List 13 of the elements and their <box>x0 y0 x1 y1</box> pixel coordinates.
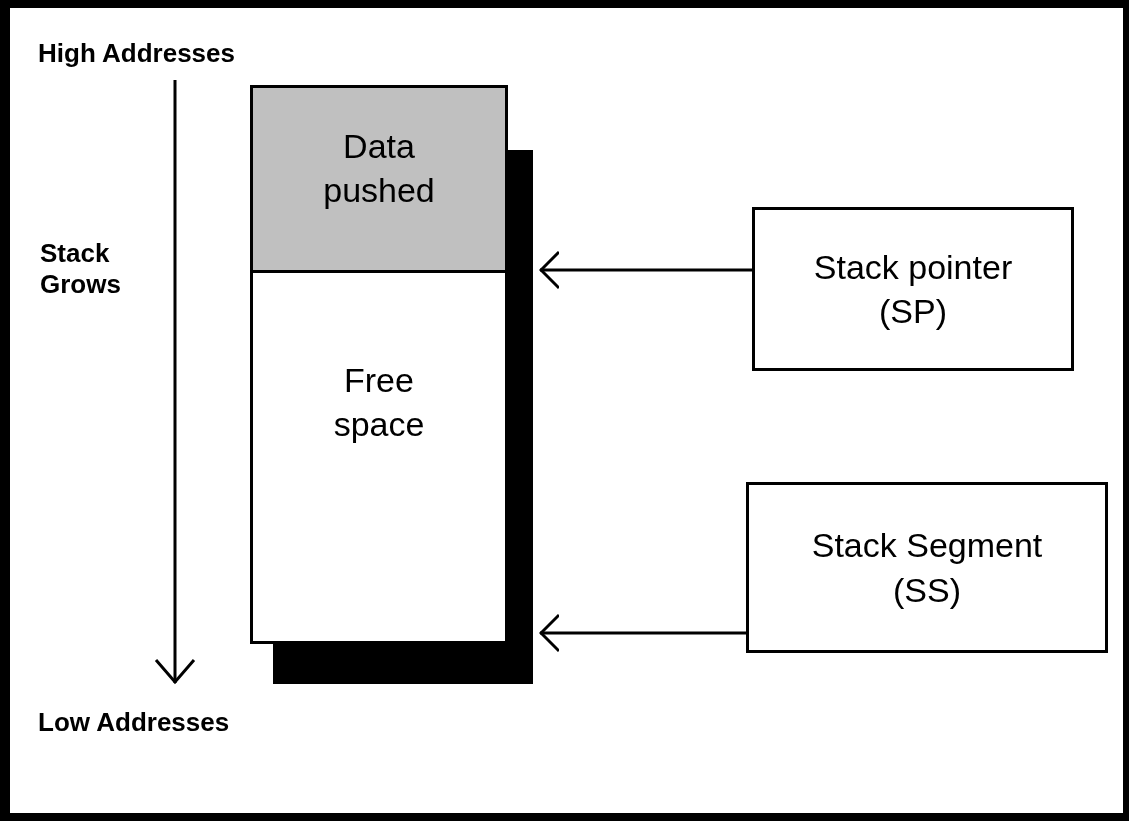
axis-label: Stack Grows <box>40 238 122 301</box>
node-text: Data pushed <box>322 126 436 212</box>
node-text: Stack Segment (SS) <box>810 525 1044 611</box>
node-text: Free space <box>332 359 426 445</box>
register-box <box>746 482 1108 653</box>
node-text: Stack pointer (SP) <box>812 246 1014 332</box>
register-box <box>752 207 1074 371</box>
stack-region <box>250 270 508 644</box>
axis-label: Low Addresses <box>38 707 230 739</box>
arrow <box>539 613 746 653</box>
arrow <box>539 250 752 290</box>
stack-region <box>250 85 508 273</box>
axis-label: High Addresses <box>38 38 235 70</box>
